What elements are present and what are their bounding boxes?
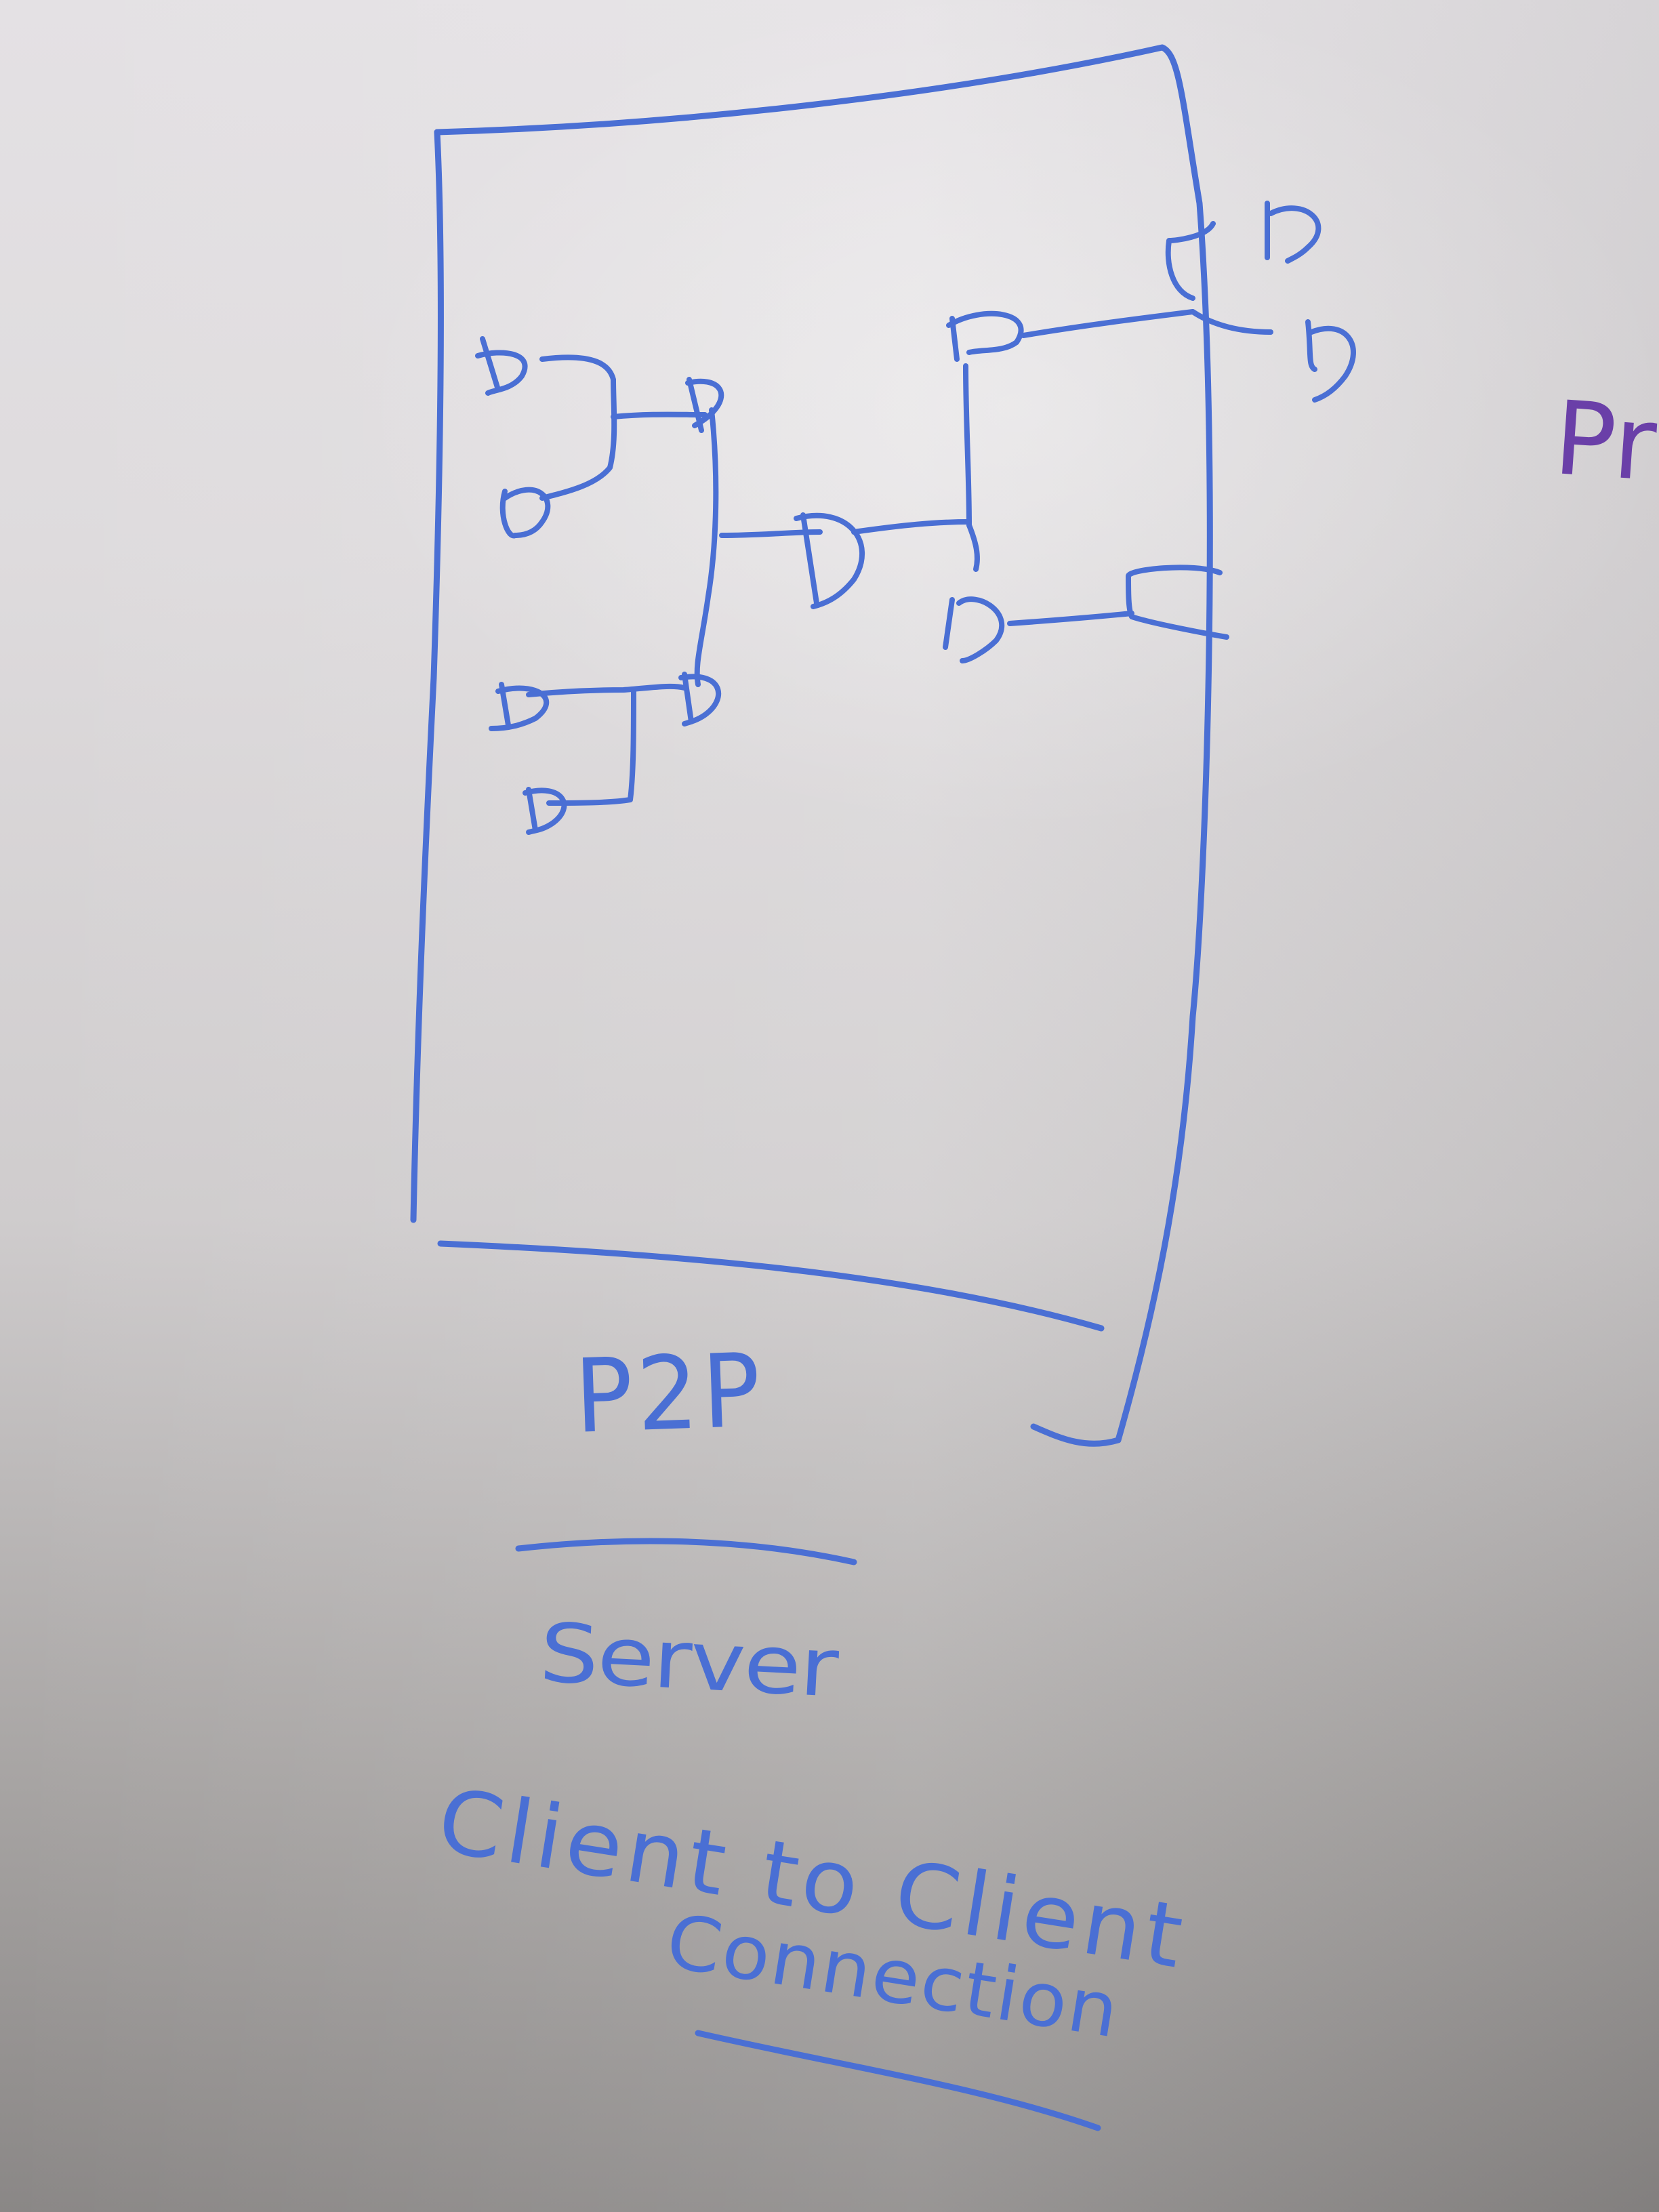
peer-node-11 [1305,319,1356,403]
gateway-bracket-top [1165,221,1216,301]
peer-node-10 [1265,201,1322,264]
peer-node-9 [943,596,1004,663]
peer-node-5 [678,672,722,726]
subtitle-server: Server [537,1606,840,1716]
peer-node-3 [685,377,724,433]
network-links [526,309,1273,806]
peer-node-4 [489,682,550,731]
network-boundary-box [410,44,1213,1447]
peer-node-6 [523,787,567,835]
description-underline [695,2030,1101,2131]
gateway-bracket-bottom [1126,565,1229,640]
peer-node-1 [475,336,528,396]
peer-node-7 [794,512,865,609]
peer-node-2 [499,487,551,539]
cut-off-edge-text: Pr [1550,380,1659,505]
title-underline [515,1538,857,1565]
peer-node-8 [946,310,1024,362]
title-p2p: P2P [573,1332,766,1456]
